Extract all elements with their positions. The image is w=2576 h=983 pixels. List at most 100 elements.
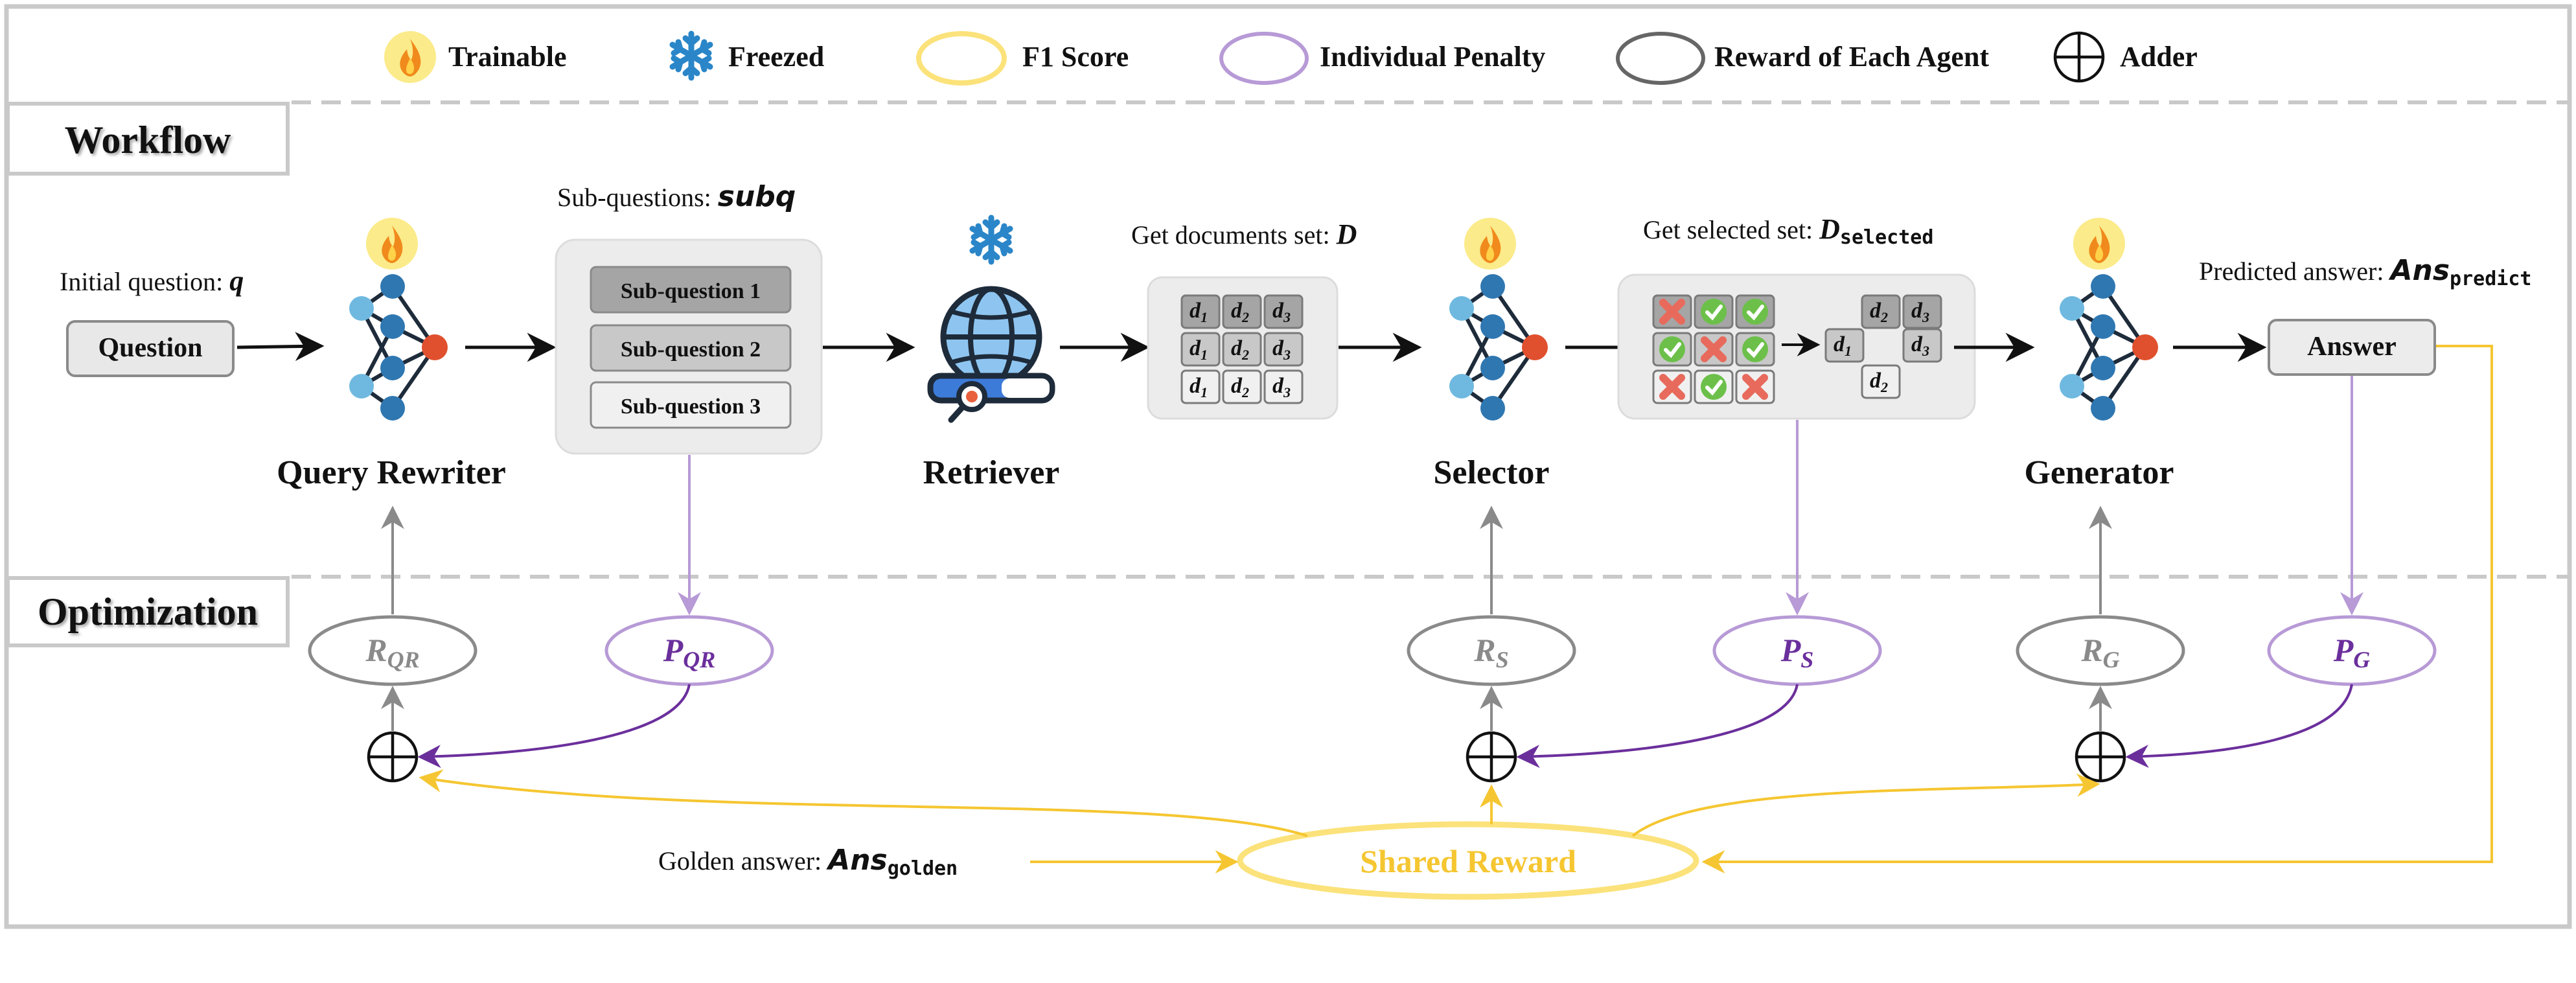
adder-qr-icon (369, 733, 417, 781)
arrow-penalty-g-to-adder (2125, 684, 2353, 769)
document-tile: d3 (1263, 369, 1304, 404)
document-tile: d2 (1222, 332, 1262, 367)
retriever-globe-icon (927, 286, 1055, 423)
answer-box (2268, 319, 2436, 376)
doc-label: d3 (1911, 332, 1929, 359)
selected-document-tile: d1 (1824, 328, 1865, 363)
cross-icon (1735, 369, 1775, 404)
outer-frame (4, 4, 2572, 929)
generator-label: Generator (2024, 454, 2174, 491)
doc-label: d1 (1834, 332, 1852, 359)
arrow-answer-to-shared (1701, 345, 2493, 873)
doc-label: d1 (1190, 299, 1208, 325)
predicted-answer-label: Predicted answer: Anspredict (2199, 254, 2531, 290)
legend: Trainable Freezed F1 Score Individual Pe… (384, 31, 2198, 86)
adder-s-icon (1467, 733, 1515, 781)
legend-adder-label: Adder (2120, 41, 2198, 73)
document-tile: d1 (1180, 369, 1221, 404)
doc-label: d2 (1870, 299, 1888, 325)
document-tile: d2 (1222, 369, 1262, 404)
arrow-penalty-qr-to-adder (417, 684, 691, 769)
doc-label: d3 (1272, 374, 1291, 400)
subquestion-3-box (590, 381, 792, 429)
check-icon (1735, 294, 1775, 329)
subquestion-3-label: Sub-question 3 (621, 395, 761, 419)
document-tile: d2 (1222, 294, 1262, 329)
golden-answer-label: Golden answer: Ansgolden (658, 844, 958, 880)
reward-g-ellipse (2016, 615, 2185, 686)
selected-set-label: Get selected set: Dselected (1643, 213, 1933, 249)
generator-flame-icon (2073, 218, 2125, 270)
doc-label: d3 (1911, 299, 1929, 325)
selector-label: Selector (1433, 454, 1549, 491)
legend-freezed-label: Freezed (728, 41, 824, 73)
optimization-title: Optimization (38, 590, 258, 633)
retriever-label: Retriever (923, 454, 1060, 491)
query-rewriter-label: Query Rewriter (277, 454, 506, 491)
doc-label: d2 (1231, 374, 1249, 400)
selected-documents: d1 d2 d3 d3 d2 (1824, 294, 1942, 399)
check-icon (1735, 332, 1775, 367)
selection-grid (1652, 294, 1775, 404)
subquestions-label: Sub-questions: subq (557, 180, 796, 213)
reward-qr-ellipse (308, 615, 477, 686)
subquestion-2-label: Sub-question 2 (621, 338, 761, 362)
check-icon (1694, 294, 1734, 329)
arrow-shared-to-adder-qr (419, 769, 1308, 837)
subquestion-1-label: Sub-question 1 (621, 279, 761, 303)
legend-f1-label: F1 Score (1022, 41, 1129, 73)
document-tile: d3 (1263, 332, 1304, 367)
arrow-question-to-rewriter (236, 332, 325, 362)
workflow-tab (6, 102, 290, 176)
selected-document-tile: d3 (1902, 328, 1942, 363)
legend-f1-ellipse (916, 31, 1007, 86)
generator-network-icon (2060, 274, 2158, 421)
initial-question-label: Initial question: q (60, 265, 244, 297)
document-tile: d1 (1180, 332, 1221, 367)
doc-label: d3 (1272, 299, 1291, 325)
penalty-qr-label: PQR (663, 632, 716, 673)
query-rewriter-network-icon (349, 274, 448, 421)
check-icon (1694, 369, 1734, 404)
question-box (66, 320, 235, 377)
legend-trainable-label: Trainable (448, 41, 567, 73)
snowflake-icon (673, 34, 710, 78)
cross-icon (1652, 369, 1692, 404)
legend-reward-label: Reward of Each Agent (1714, 41, 1989, 73)
selected-document-tile: d2 (1861, 364, 1901, 399)
adder-g-icon (2076, 733, 2124, 781)
selected-document-tile: d2 (1861, 294, 1901, 329)
shared-reward-ellipse (1237, 821, 1699, 900)
document-tile: d3 (1263, 294, 1304, 329)
penalty-s-label: PS (1780, 632, 1814, 673)
subquestion-2-box (590, 324, 792, 372)
doc-label: d1 (1190, 336, 1208, 363)
document-tile: d1 (1180, 294, 1221, 329)
doc-label: d2 (1231, 299, 1249, 325)
cross-icon (1652, 294, 1692, 329)
doc-label: d1 (1190, 374, 1208, 400)
answer-box-label: Answer (2307, 332, 2397, 362)
retriever-snowflake-icon (972, 218, 1010, 262)
documents-label: Get documents set: D (1131, 218, 1357, 250)
adder-icon (2055, 33, 2103, 81)
doc-label: d2 (1870, 369, 1888, 395)
flame-icon (384, 31, 436, 83)
legend-penalty-label: Individual Penalty (1320, 41, 1545, 73)
legend-penalty-ellipse (1219, 32, 1309, 85)
rewriter-flame-icon (366, 218, 418, 270)
reward-qr-label: RQR (365, 632, 419, 673)
subquestion-1-box (590, 266, 792, 314)
workflow-title: Workflow (65, 119, 231, 161)
reward-g-label: RG (2080, 632, 2119, 673)
penalty-g-label: PG (2333, 632, 2371, 673)
reward-s-ellipse (1407, 615, 1576, 686)
cross-icon (1694, 332, 1734, 367)
selected-document-tile: d3 (1902, 294, 1942, 329)
shared-reward-label: Shared Reward (1360, 843, 1576, 879)
question-box-label: Question (98, 333, 202, 363)
optimization-tab (6, 576, 290, 647)
reward-s-label: RS (1473, 632, 1508, 673)
